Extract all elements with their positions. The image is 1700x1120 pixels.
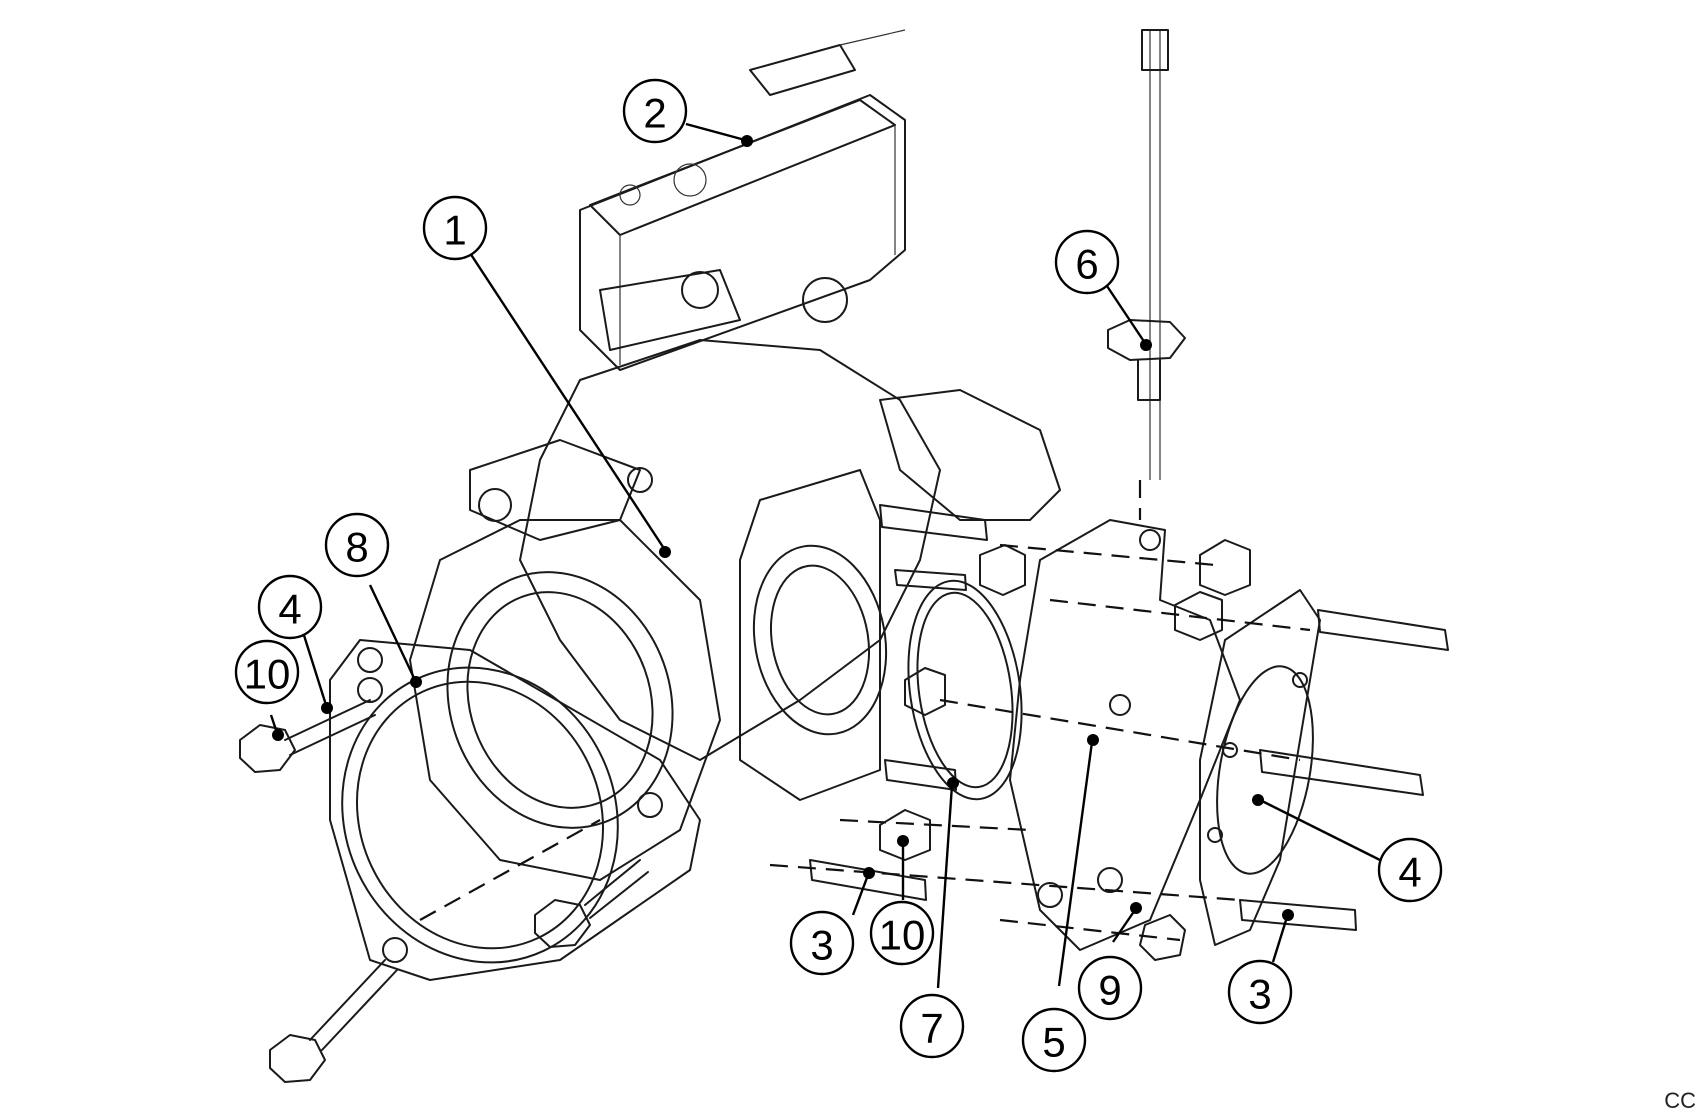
- gasket-8: [329, 639, 701, 981]
- callout-5-label: 5: [1042, 1019, 1065, 1066]
- callout-3-left-label: 3: [810, 922, 833, 969]
- callout-10-left: 10: [234, 639, 300, 705]
- callout-4-left: 4: [257, 574, 323, 640]
- callout-9: 9: [1077, 955, 1143, 1021]
- callout-2-label: 2: [643, 90, 666, 137]
- callout-2: 2: [622, 78, 688, 144]
- callout-8: 8: [324, 512, 390, 578]
- callout-7-label: 7: [920, 1005, 943, 1052]
- sensor-rod: [1107, 29, 1186, 480]
- corner-code: CC: [1664, 1088, 1696, 1113]
- callout-9-label: 9: [1098, 967, 1121, 1014]
- actuator-housing: [579, 29, 906, 371]
- callout-5: 5: [1021, 1007, 1087, 1073]
- seal-ring-7: [907, 579, 1023, 801]
- callout-4-right: 4: [1377, 837, 1443, 903]
- callout-4-left-label: 4: [278, 586, 301, 633]
- callout-10-center: 10: [869, 900, 935, 966]
- callout-3-left: 3: [789, 910, 855, 976]
- studs-right: [809, 504, 1449, 931]
- callout-4-right-label: 4: [1398, 849, 1421, 896]
- leader-dots: [272, 135, 1294, 921]
- nuts-center: [879, 539, 1251, 961]
- callout-10-center-label: 10: [879, 912, 926, 959]
- callout-7: 7: [899, 993, 965, 1059]
- leaders: [269, 122, 1391, 989]
- callout-1: 1: [422, 195, 488, 261]
- callout-8-label: 8: [345, 524, 368, 571]
- callout-1-label: 1: [443, 207, 466, 254]
- turbine-housing: [409, 339, 1061, 881]
- callout-6-label: 6: [1075, 241, 1098, 288]
- callout-3-right: 3: [1227, 959, 1293, 1025]
- callout-6: 6: [1054, 229, 1120, 295]
- callout-10-left-label: 10: [244, 651, 291, 698]
- alignment-lines: [419, 480, 1311, 942]
- callout-3-right-label: 3: [1248, 971, 1271, 1018]
- left-fasteners: [239, 677, 649, 1083]
